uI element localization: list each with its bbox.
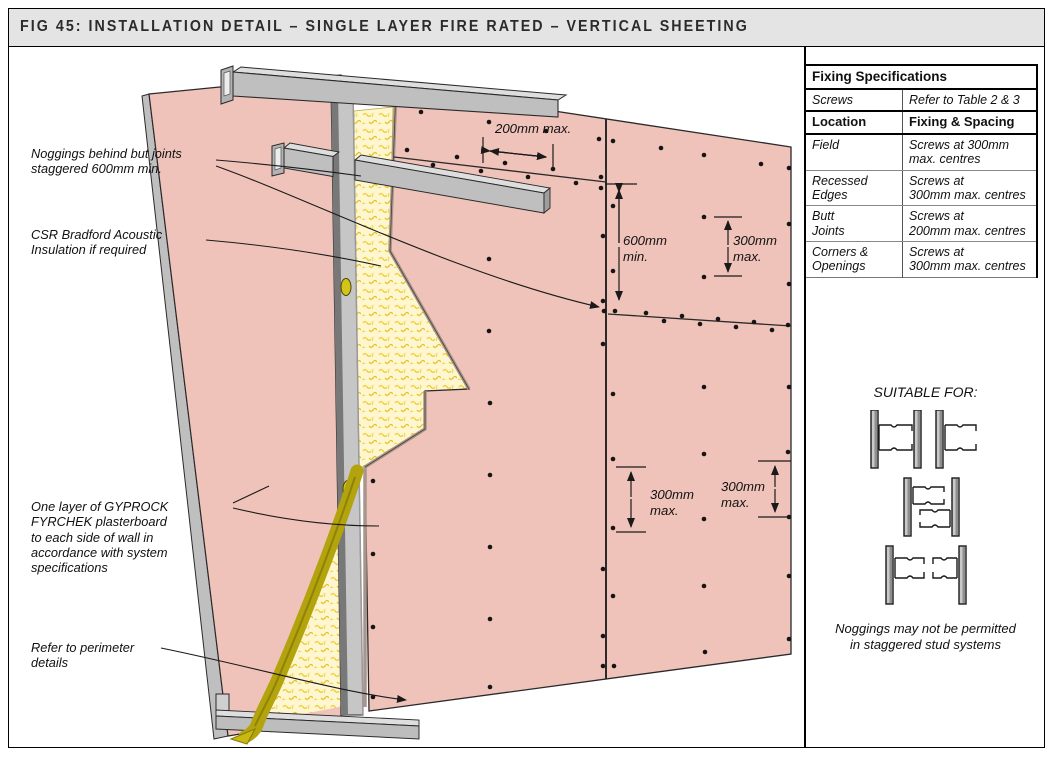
annotation-perimeter: Refer to perimeter details [31, 640, 135, 671]
dimension-300mm-upper: 300mm max. [733, 233, 777, 264]
figure-frame: FIG 45: INSTALLATION DETAIL – SINGLE LAY… [8, 8, 1045, 748]
table-row-recessed-edges: Recessed Edges Screws at 300mm max. cent… [805, 170, 1037, 207]
nogging-channel [271, 142, 552, 214]
dimension-lines [480, 137, 791, 533]
leader-lines [160, 159, 600, 703]
table-title: Fixing Specifications [805, 65, 1037, 90]
stud-config-double-row [884, 545, 967, 605]
table-header-row: Location Fixing & Spacing [805, 110, 1037, 135]
screw-fixings [370, 109, 792, 700]
installation-drawing: Noggings behind but joints staggered 600… [9, 47, 804, 747]
table-row-screws: Screws Refer to Table 2 & 3 [805, 88, 1037, 112]
butt-joint-left [393, 156, 607, 183]
front-plasterboard [363, 86, 792, 712]
table-title-row: Fixing Specifications [805, 65, 1037, 90]
suitable-for-note: Noggings may not be permitted in stagger… [835, 621, 1016, 653]
annotation-noggings: Noggings behind but joints staggered 600… [31, 146, 182, 177]
butt-joint-right [607, 313, 792, 327]
back-plasterboard [141, 74, 342, 740]
stud-config-single [869, 409, 977, 469]
sidebar: Fixing Specifications Screws Refer to Ta… [804, 47, 1047, 747]
wall-isometric-svg [141, 65, 792, 745]
suitable-for-heading: SUITABLE FOR: [873, 384, 978, 400]
insulation-batt-edge [229, 464, 364, 745]
dimension-600mm: 600mm min. [623, 233, 667, 264]
stud-configuration-diagrams [869, 409, 977, 605]
table-row-corners-openings: Corners & Openings Screws at 300mm max. … [805, 241, 1037, 278]
figure-content: Noggings behind but joints staggered 600… [9, 47, 1044, 747]
panel-divider [804, 47, 806, 747]
fixing-specifications-table: Fixing Specifications Screws Refer to Ta… [804, 64, 1038, 278]
dimension-300mm-lower-right: 300mm max. [721, 479, 765, 510]
dimension-200mm: 200mm max. [495, 121, 572, 136]
top-track [220, 65, 568, 118]
table-row-butt-joints: Butt Joints Screws at 200mm max. centres [805, 205, 1037, 243]
steel-stud [330, 88, 364, 716]
stud-config-staggered [902, 477, 960, 537]
figure-title: FIG 45: INSTALLATION DETAIL – SINGLE LAY… [20, 18, 749, 35]
table-row-field: Field Screws at 300mm max. centres [805, 133, 1037, 171]
figure-title-bar: FIG 45: INSTALLATION DETAIL – SINGLE LAY… [9, 9, 1044, 47]
annotation-insulation: CSR Bradford Acoustic Insulation if requ… [31, 227, 163, 258]
suitable-for-section: SUITABLE FOR: [804, 384, 1047, 654]
annotation-plasterboard: One layer of GYPROCK FYRCHEK plasterboar… [31, 499, 169, 576]
dimension-300mm-lower-left: 300mm max. [650, 487, 694, 518]
stud-service-hole [340, 278, 352, 296]
acoustic-insulation-batt [257, 471, 359, 723]
